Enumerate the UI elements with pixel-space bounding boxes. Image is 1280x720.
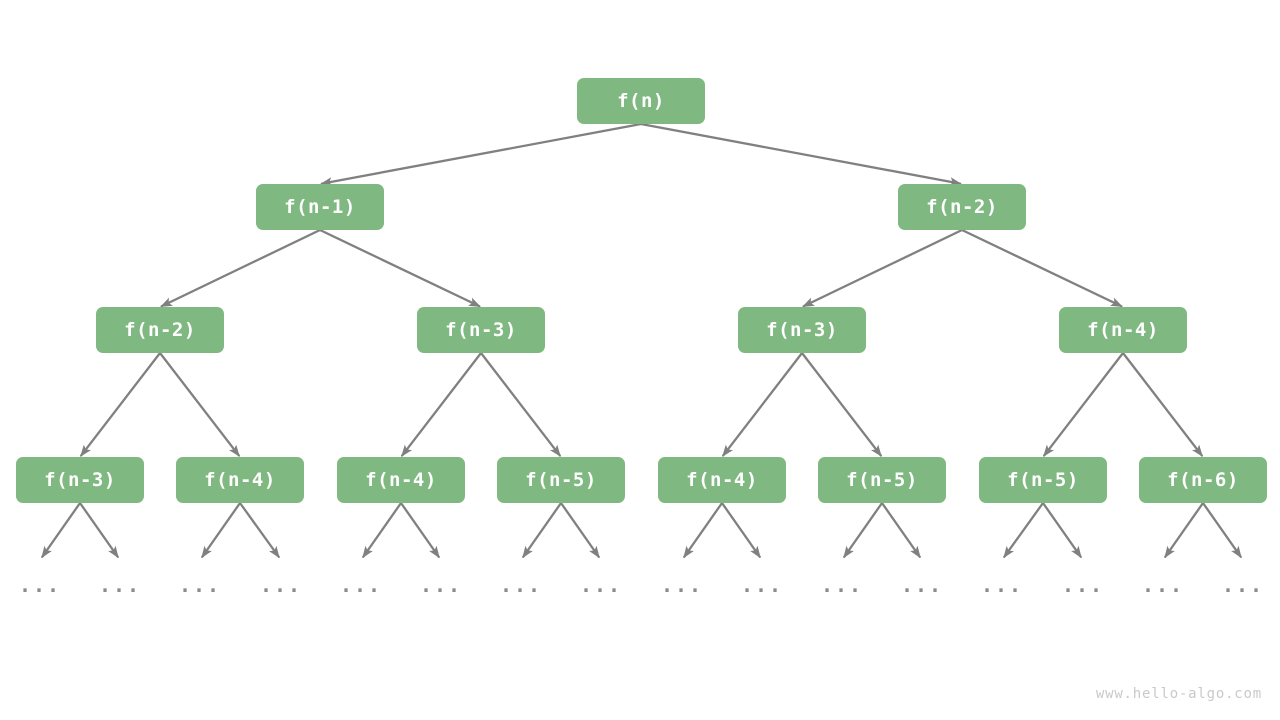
leaf-ellipsis: ... xyxy=(660,573,704,597)
leaf-edge-7 xyxy=(559,501,600,559)
edge-n6-to-n14 xyxy=(1121,351,1203,457)
edge-n1-to-n4 xyxy=(318,228,481,308)
tree-node-n5: f(n-3) xyxy=(738,307,866,353)
leaf-ellipsis: ... xyxy=(178,573,222,597)
tree-node-n11: f(n-4) xyxy=(658,457,786,503)
leaf-edge-9 xyxy=(720,501,761,559)
leaf-ellipsis: ... xyxy=(259,573,303,597)
leaf-edge-6 xyxy=(522,501,563,559)
leaf-edge-0 xyxy=(41,501,82,559)
edge-n4-to-n10 xyxy=(479,351,561,457)
leaf-ellipsis: ... xyxy=(1141,573,1185,597)
leaf-ellipsis: ... xyxy=(1221,573,1265,597)
edge-n2-to-n5 xyxy=(802,228,964,308)
tree-node-n12: f(n-5) xyxy=(818,457,946,503)
tree-node-n9: f(n-4) xyxy=(337,457,465,503)
tree-node-n14: f(n-6) xyxy=(1139,457,1267,503)
tree-node-n13: f(n-5) xyxy=(979,457,1107,503)
leaf-ellipsis: ... xyxy=(18,573,62,597)
edge-n3-to-n7 xyxy=(80,351,162,457)
tree-node-n1: f(n-1) xyxy=(256,184,384,230)
edge-n3-to-n8 xyxy=(158,351,240,457)
leaf-edge-12 xyxy=(1003,501,1045,559)
leaf-ellipsis: ... xyxy=(900,573,944,597)
tree-node-n7: f(n-3) xyxy=(16,457,144,503)
leaf-edge-2 xyxy=(201,501,242,559)
watermark: www.hello-algo.com xyxy=(1095,686,1262,702)
leaf-edge-4 xyxy=(362,501,403,559)
tree-node-n6: f(n-4) xyxy=(1059,307,1187,353)
leaf-edge-5 xyxy=(399,501,440,559)
tree-node-n3: f(n-2) xyxy=(96,307,224,353)
leaf-edge-8 xyxy=(683,501,724,559)
tree-node-n8: f(n-4) xyxy=(176,457,304,503)
edge-n4-to-n9 xyxy=(401,351,483,457)
edge-n5-to-n12 xyxy=(800,351,882,457)
leaf-edge-1 xyxy=(78,501,119,559)
leaf-ellipsis: ... xyxy=(820,573,864,597)
leaf-ellipsis: ... xyxy=(740,573,784,597)
leaf-ellipsis: ... xyxy=(980,573,1024,597)
tree-node-n10: f(n-5) xyxy=(497,457,625,503)
leaf-edge-13 xyxy=(1041,501,1082,559)
edge-n2-to-n6 xyxy=(960,228,1123,308)
leaf-ellipsis: ... xyxy=(339,573,383,597)
tree-node-n4: f(n-3) xyxy=(417,307,545,353)
leaf-edge-10 xyxy=(843,501,884,559)
edge-n6-to-n13 xyxy=(1043,351,1125,457)
leaf-ellipsis: ... xyxy=(1061,573,1105,597)
edge-n1-to-n3 xyxy=(160,228,322,308)
leaf-ellipsis: ... xyxy=(419,573,463,597)
leaf-edge-3 xyxy=(238,501,280,559)
leaf-ellipsis: ... xyxy=(499,573,543,597)
leaf-edge-15 xyxy=(1201,501,1242,559)
leaf-ellipsis: ... xyxy=(98,573,142,597)
tree-node-n0: f(n) xyxy=(577,78,705,124)
edge-n5-to-n11 xyxy=(722,351,804,457)
leaf-ellipsis: ... xyxy=(579,573,623,597)
edge-n0-to-n2 xyxy=(639,122,962,187)
edge-n0-to-n1 xyxy=(320,122,643,187)
leaf-edge-14 xyxy=(1164,501,1205,559)
leaf-edge-11 xyxy=(880,501,921,559)
tree-node-n2: f(n-2) xyxy=(898,184,1026,230)
